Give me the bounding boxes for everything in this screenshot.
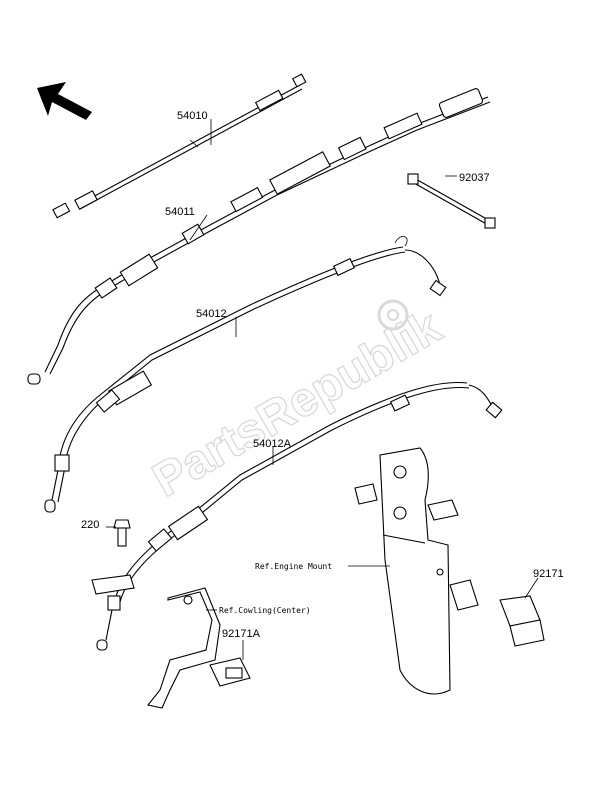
label-54012A: 54012A bbox=[253, 438, 292, 450]
label-92171: 92171 bbox=[533, 568, 564, 580]
label-54010: 54010 bbox=[177, 110, 208, 122]
cable-54010 bbox=[52, 73, 307, 219]
ref-engine-mount: Ref.Engine Mount bbox=[255, 562, 332, 571]
part-labels: 54010 54011 92037 54012 54012A 220 92171… bbox=[81, 110, 564, 640]
label-220: 220 bbox=[81, 519, 99, 531]
label-54011: 54011 bbox=[165, 206, 195, 218]
cable-54012A bbox=[91, 381, 503, 651]
label-92171A: 92171A bbox=[222, 628, 261, 640]
cowling-bracket bbox=[147, 587, 221, 709]
bolt-220 bbox=[113, 519, 131, 547]
engine-mount bbox=[354, 447, 479, 695]
label-92037: 92037 bbox=[459, 172, 490, 184]
clip-92037 bbox=[407, 173, 496, 229]
label-54012: 54012 bbox=[196, 308, 227, 320]
front-direction-arrow-icon bbox=[37, 82, 92, 120]
leader-lines bbox=[106, 119, 539, 660]
cable-54012 bbox=[44, 236, 447, 513]
cable-54011 bbox=[27, 88, 491, 385]
clamp-92171 bbox=[499, 595, 545, 647]
clamp-92171A bbox=[209, 657, 251, 687]
ref-cowling-center: Ref.Cowling(Center) bbox=[219, 606, 311, 615]
watermark-gear-icon bbox=[377, 299, 409, 331]
